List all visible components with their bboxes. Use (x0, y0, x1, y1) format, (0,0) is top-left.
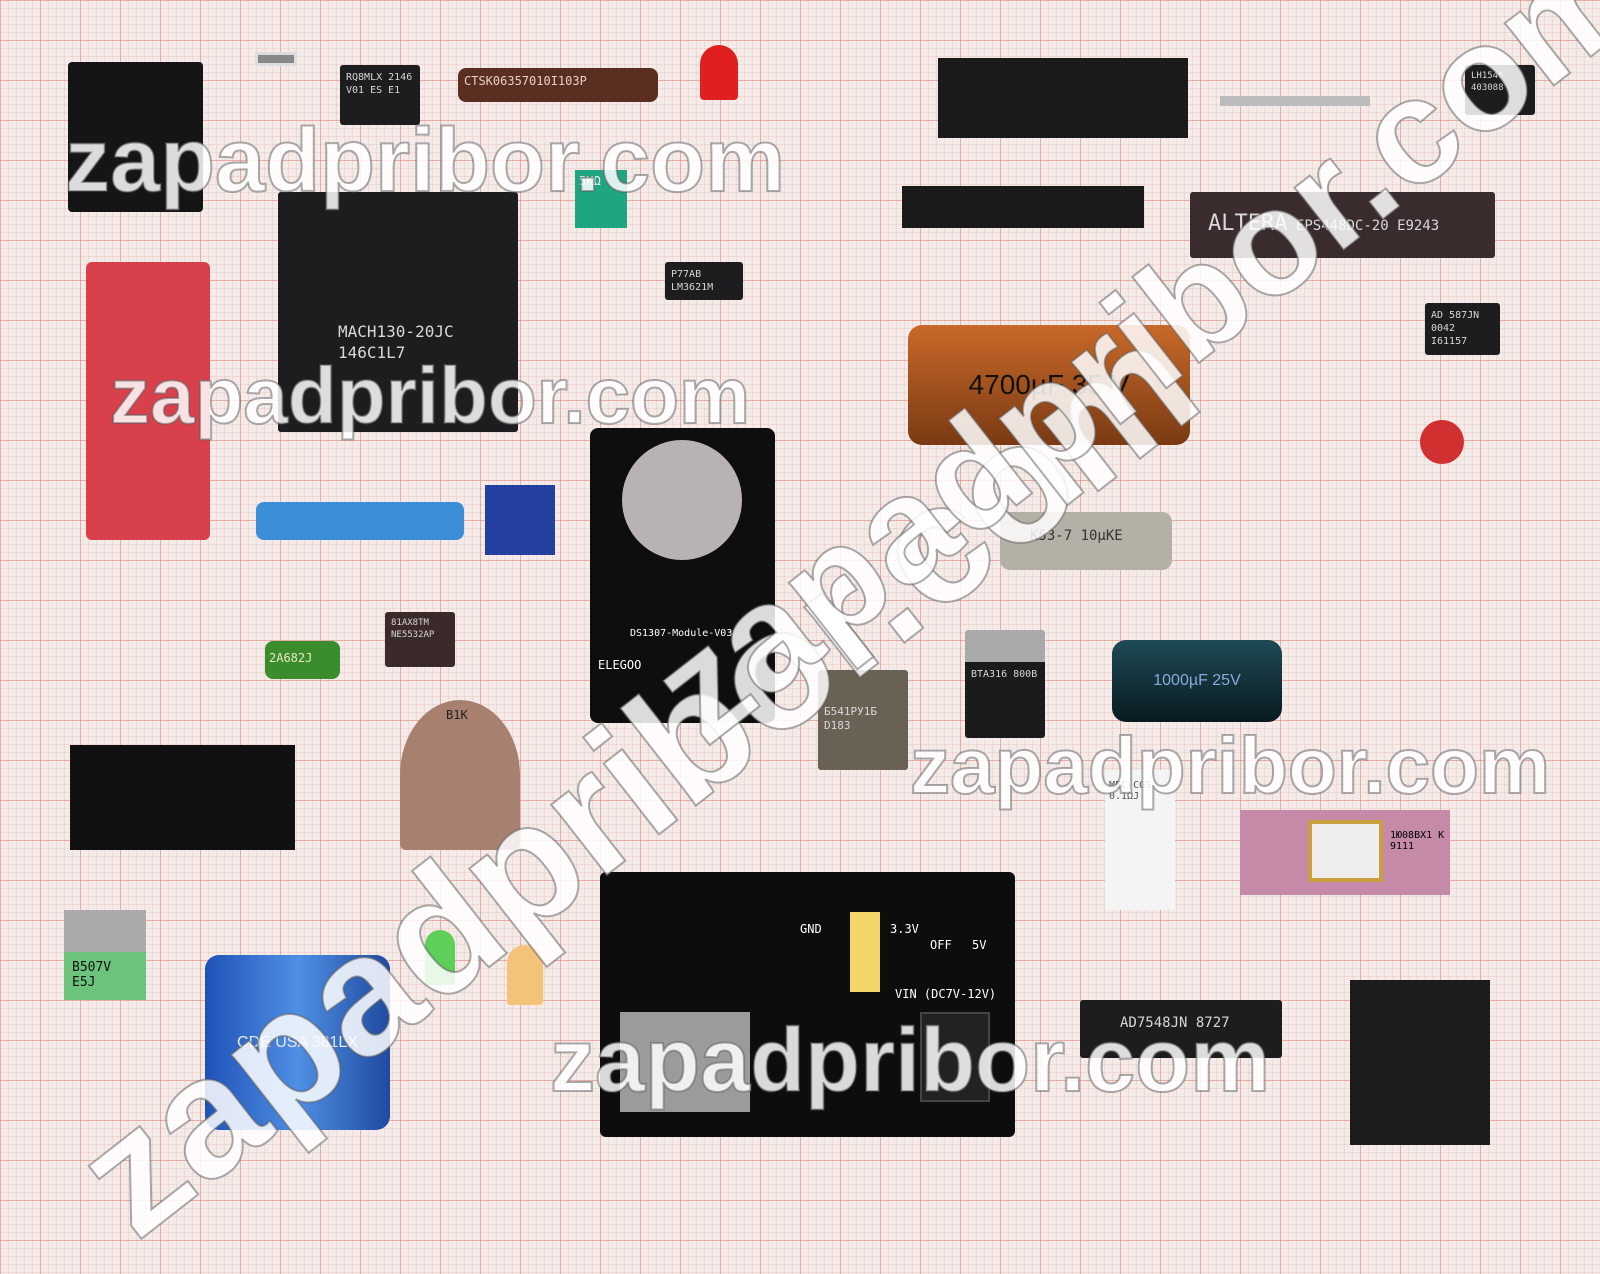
potentiometer-b1k: B1K (400, 700, 520, 850)
red-module-sensor (86, 262, 210, 540)
capacitor-k53: K53-7 10µKE (1000, 512, 1172, 570)
green-led (425, 930, 455, 985)
trimmer-green: 5KΩ (575, 170, 627, 228)
psu-label-3v3: 3.3V (890, 922, 919, 936)
film-capacitor: 2A682J (265, 641, 340, 679)
resistor-network: CTSK06357010I103P (458, 68, 658, 102)
coin-battery (622, 440, 742, 560)
capacitor-cde: CDE USA 381LX (205, 955, 390, 1130)
chip-rq8mlx: RQ8MLX 2146 V01 ES E1 (340, 65, 420, 125)
trimmer-blue (485, 485, 555, 555)
module-name: DS1307-Module-V03 (630, 628, 733, 639)
chip-lh1546: LH1546 403088 (1465, 65, 1535, 115)
soviet-chip: Б541РУ1Б D183 (818, 670, 908, 770)
blue-resistor (256, 502, 464, 540)
amber-led (507, 945, 543, 1005)
dip-socket-long (938, 58, 1188, 138)
capacitor-1000uf: 1000µF 25V (1112, 640, 1282, 722)
barrel-jack (920, 1012, 990, 1102)
usb-port (620, 1012, 750, 1112)
jumper-header (850, 912, 880, 992)
red-led (700, 45, 738, 100)
zif-socket (1350, 980, 1490, 1145)
ceramic-chip: 1Ю08ВХ1 К 9111 (1240, 810, 1450, 895)
rtc-module: ELEGOO DS1307-Module-V03 (590, 428, 775, 723)
breadboard-psu: 3.3V OFF 5V GND VIN (DC7V-12V) (600, 872, 1015, 1137)
dip-socket-switch (68, 62, 203, 212)
chip-ad7548: AD7548JN 8727 (1080, 1000, 1282, 1058)
dip-socket-20 (70, 745, 295, 850)
chip-lid (1308, 820, 1383, 882)
module-brand: ELEGOO (598, 658, 642, 672)
potentiometer-shaft (1220, 96, 1370, 106)
chip-ne5532: 81AX8TM NE5532AP (385, 612, 455, 667)
triac-bta316: BTA316 800B (965, 630, 1045, 738)
psu-label-off: OFF (930, 938, 952, 952)
transistor-b507: B507V E5J (64, 910, 146, 1000)
chip-lm3621: P77AB LM3621M (665, 262, 743, 300)
capacitor-4700uf: 4700µF 35 V (908, 325, 1190, 445)
pin-header (902, 186, 1144, 228)
wire-resistor: MEC-CGS 0.1ΩJ (1105, 770, 1175, 910)
psu-label-5v: 5V (972, 938, 987, 952)
ceramic-capacitor (1420, 420, 1464, 464)
psu-label-gnd: GND (800, 922, 822, 936)
smd-resistor (255, 52, 297, 66)
chip-ad587: AD 587JN 0042 I61157 (1425, 303, 1500, 355)
psu-label-vin: VIN (DC7V-12V) (895, 987, 997, 1001)
chip-altera: ALTERA EPS448DC-20 E9243 (1190, 192, 1495, 258)
